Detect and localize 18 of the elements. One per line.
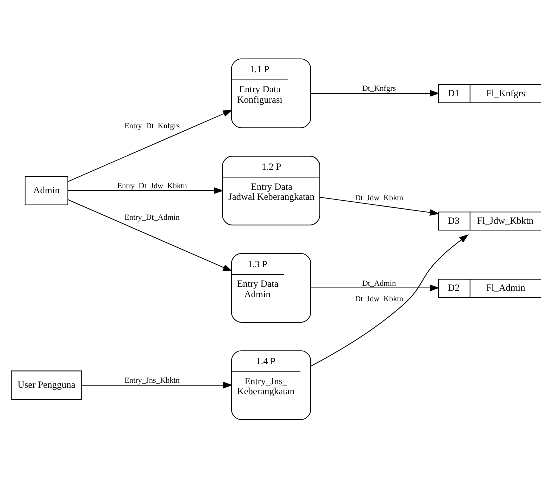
arrow bbox=[68, 110, 233, 182]
arrow bbox=[310, 234, 470, 367]
arrow bbox=[310, 284, 440, 292]
edge-label: Dt_Jdw_Kbktn bbox=[355, 294, 404, 304]
edge-label: Dt_Jdw_Kbktn bbox=[355, 193, 404, 202]
edge-label: Dt_Knfgrs bbox=[362, 84, 396, 94]
arrow bbox=[82, 382, 233, 389]
edge-label: Entry_Jns_Kbktn bbox=[124, 376, 180, 386]
arrow bbox=[68, 199, 233, 272]
arrow bbox=[68, 188, 224, 194]
arrow bbox=[310, 90, 440, 97]
edge-label: Entry_Dt_Admin bbox=[124, 213, 180, 222]
node-box: User Pengguna bbox=[11, 370, 82, 400]
arrow bbox=[320, 197, 440, 216]
node-box: Admin bbox=[24, 176, 68, 206]
edge-label: Dt_Admin bbox=[362, 278, 396, 288]
edge-label: Entry_Dt_Knfgrs bbox=[124, 121, 180, 130]
edge-label: Entry_Dt_Jdw_Kbktn bbox=[117, 181, 188, 190]
